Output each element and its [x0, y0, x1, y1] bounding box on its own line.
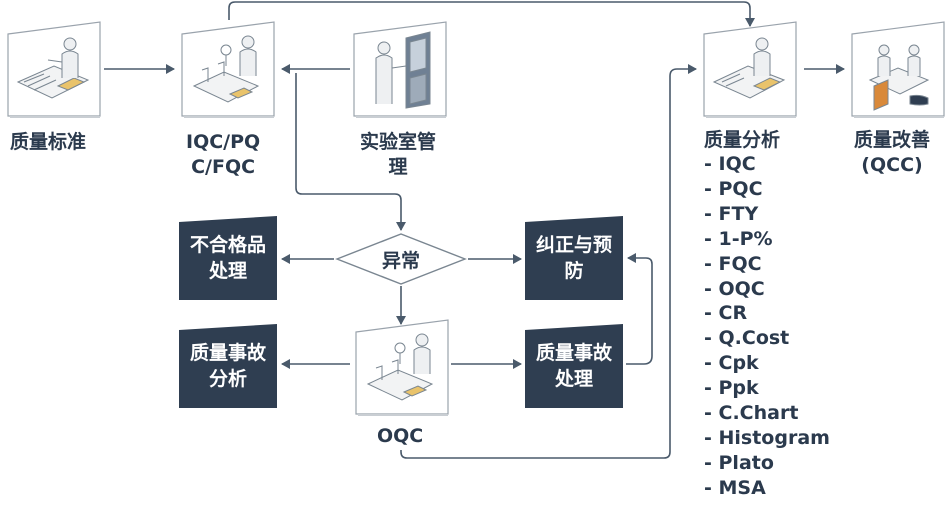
- documents-desk-person-icon: [7, 21, 101, 118]
- correction-line2: 防: [564, 260, 584, 282]
- lab-tile[interactable]: [350, 20, 450, 120]
- arrow-iqc-to-analysis: [228, 1, 755, 27]
- correction-box[interactable]: 纠正与预 防: [525, 216, 623, 300]
- accident-analysis-box[interactable]: 质量事故 分析: [179, 324, 277, 408]
- abnormal-decision[interactable]: 异常: [334, 232, 468, 286]
- iqc-label-line2: C/FQC: [191, 156, 256, 178]
- lab-label-line2: 理: [388, 156, 408, 178]
- lab-operator-machine-icon: [353, 21, 447, 118]
- nonconforming-line1: 不合格品: [189, 234, 266, 256]
- abnormal-label: 异常: [381, 249, 420, 272]
- lab-label-line1: 实验室管: [360, 131, 437, 153]
- analysis-label: 质量分析: [704, 129, 781, 151]
- quality-standard-tile[interactable]: [4, 20, 104, 120]
- lab-label: 实验室管 理: [360, 130, 436, 180]
- analysis-item: - IQC: [704, 153, 756, 175]
- analysis-item: - OQC: [704, 277, 765, 300]
- inspection-bench-icon: [355, 319, 449, 416]
- analysis-item: - Histogram: [704, 426, 830, 449]
- qcc-tile[interactable]: [848, 20, 948, 120]
- analysis-item: - FQC: [704, 252, 762, 275]
- correction-line1: 纠正与预: [535, 234, 612, 256]
- qcc-label-line2: (QCC): [861, 154, 923, 176]
- qcc-label-line1: 质量改善: [854, 129, 931, 151]
- iqc-label-line1: IQC/PQ: [186, 131, 261, 153]
- analysis-item: - FTY: [704, 202, 759, 225]
- arrow-iqc-to-abnormal: [295, 73, 406, 231]
- iqc-label: IQC/PQ C/FQC: [186, 130, 260, 180]
- analysis-item: - MSA: [704, 476, 766, 499]
- accident-handling-line2: 处理: [554, 368, 593, 390]
- analysis-item: - Ppk: [704, 377, 759, 400]
- analysis-item: - Cpk: [704, 352, 759, 375]
- analysis-desk-icon: [703, 21, 797, 118]
- arrow-oqc-to-analysis: [400, 64, 697, 459]
- accident-handling-box[interactable]: 质量事故 处理: [525, 324, 623, 408]
- team-meeting-icon: [851, 21, 945, 118]
- analysis-item: - PQC: [704, 177, 763, 200]
- arrow-handling-to-correction: [626, 253, 653, 365]
- accident-handling-line1: 质量事故: [535, 342, 612, 364]
- analysis-item: - CR: [704, 302, 748, 325]
- nonconforming-box[interactable]: 不合格品 处理: [179, 216, 277, 300]
- analysis-item: - Q.Cost: [704, 327, 790, 350]
- analysis-tile[interactable]: [700, 20, 800, 120]
- analysis-item: - C.Chart: [704, 402, 799, 425]
- inspection-bench-icon: [181, 21, 275, 118]
- analysis-item: - 1-P%: [704, 227, 773, 250]
- accident-analysis-line2: 分析: [208, 368, 247, 390]
- oqc-tile[interactable]: [352, 318, 452, 418]
- oqc-label: OQC: [377, 425, 424, 447]
- quality-standard-label: 质量标准: [10, 131, 87, 153]
- qcc-label: 质量改善 (QCC): [854, 128, 930, 178]
- analysis-metrics-list: - IQC- PQC- FTY- 1-P%- FQC- OQC- CR- Q.C…: [704, 152, 830, 501]
- analysis-item: - Plato: [704, 451, 774, 474]
- nonconforming-line2: 处理: [208, 260, 247, 282]
- iqc-tile[interactable]: [178, 20, 278, 120]
- accident-analysis-line1: 质量事故: [189, 342, 266, 364]
